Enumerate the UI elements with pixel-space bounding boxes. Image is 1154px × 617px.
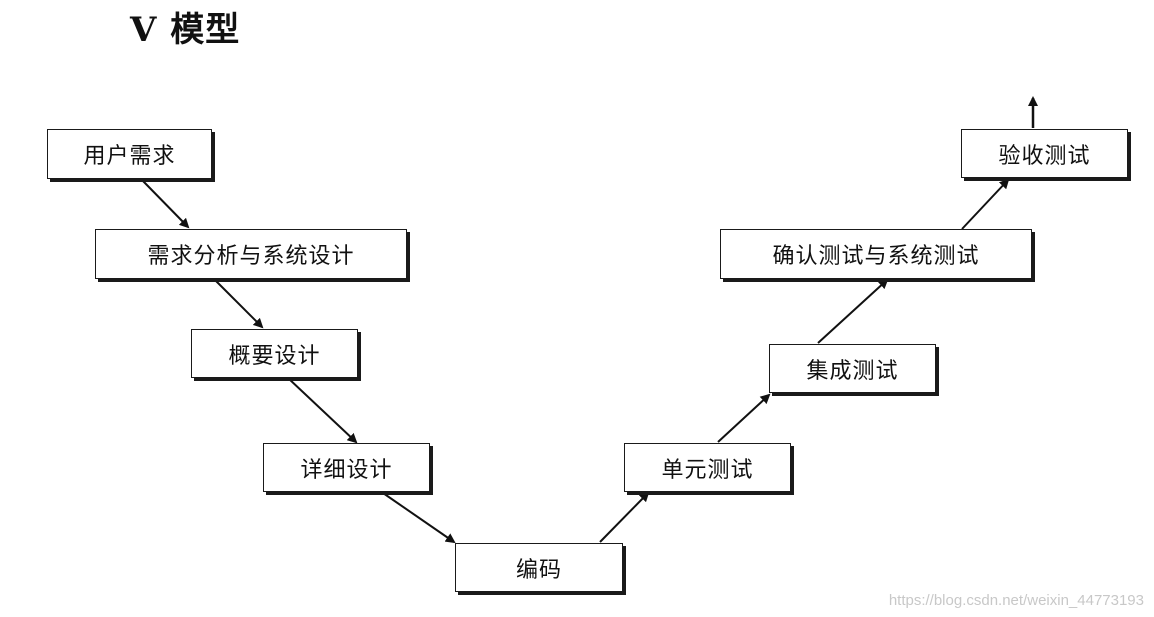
node-validation-system-test: 确认测试与系统测试 xyxy=(720,229,1032,279)
arrow-detailed-design-to-coding xyxy=(382,492,456,544)
diagram-title: V 模型 xyxy=(130,10,241,50)
arrow-high-level-design-to-detailed-design xyxy=(287,377,358,444)
arrow-integration-test-to-validation-system-test xyxy=(817,278,889,344)
node-unit-test: 单元测试 xyxy=(624,443,791,492)
arrow-validation-system-test-to-acceptance-test xyxy=(961,178,1010,230)
watermark-text: https://blog.csdn.net/weixin_44773193 xyxy=(888,592,1144,609)
node-integration-test: 集成测试 xyxy=(769,344,936,393)
node-requirements-analysis: 需求分析与系统设计 xyxy=(95,229,407,279)
arrow-unit-test-to-integration-test xyxy=(717,393,771,443)
arrow-user-requirements-to-requirements-analysis xyxy=(141,179,190,229)
arrow-coding-to-unit-test xyxy=(599,491,650,543)
node-user-requirements: 用户需求 xyxy=(47,129,212,179)
node-coding: 编码 xyxy=(455,543,623,592)
node-high-level-design: 概要设计 xyxy=(191,329,358,378)
node-acceptance-test: 验收测试 xyxy=(961,129,1128,178)
node-detailed-design: 详细设计 xyxy=(263,443,430,492)
arrow-requirements-analysis-to-high-level-design xyxy=(214,279,264,329)
